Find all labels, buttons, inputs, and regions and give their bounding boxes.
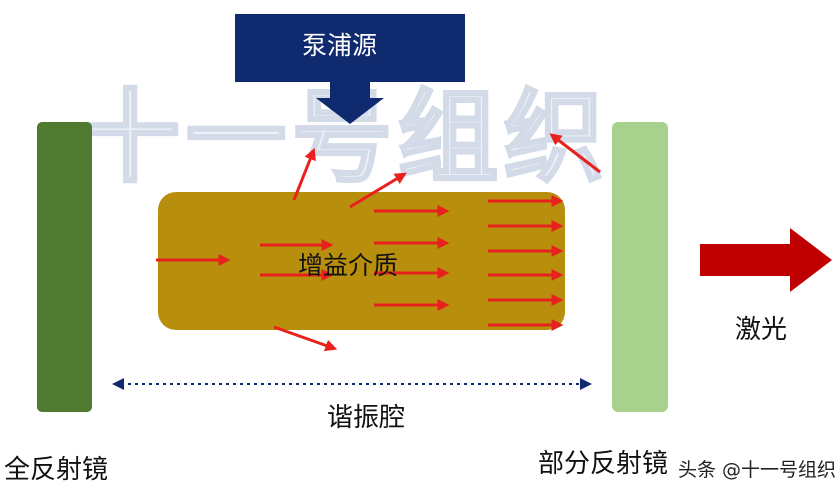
partial-reflector-mirror xyxy=(612,122,668,412)
pump-source-box xyxy=(235,14,465,82)
ray-arrow-escaping xyxy=(292,147,316,201)
ray-arrow-escaping xyxy=(273,325,338,352)
partial-reflector-label: 部分反射镜 xyxy=(538,449,669,479)
full-reflector-label: 全反射镜 xyxy=(4,455,109,485)
pump-down-arrow xyxy=(316,82,384,124)
gain-medium-label: 增益介质 xyxy=(298,251,399,280)
watermark-source: 头条 @十一号组织 xyxy=(678,459,836,481)
laser-label: 激光 xyxy=(735,315,788,345)
ray-arrow-escaping xyxy=(549,133,601,174)
gain-medium-block xyxy=(158,192,565,330)
light-rays xyxy=(156,133,601,352)
full-reflector-mirror xyxy=(37,122,92,412)
pump-source-label: 泵浦源 xyxy=(302,31,378,60)
cavity-label: 谐振腔 xyxy=(327,403,406,433)
laser-output-arrow xyxy=(700,228,832,292)
ray-arrow-escaping xyxy=(349,172,407,209)
